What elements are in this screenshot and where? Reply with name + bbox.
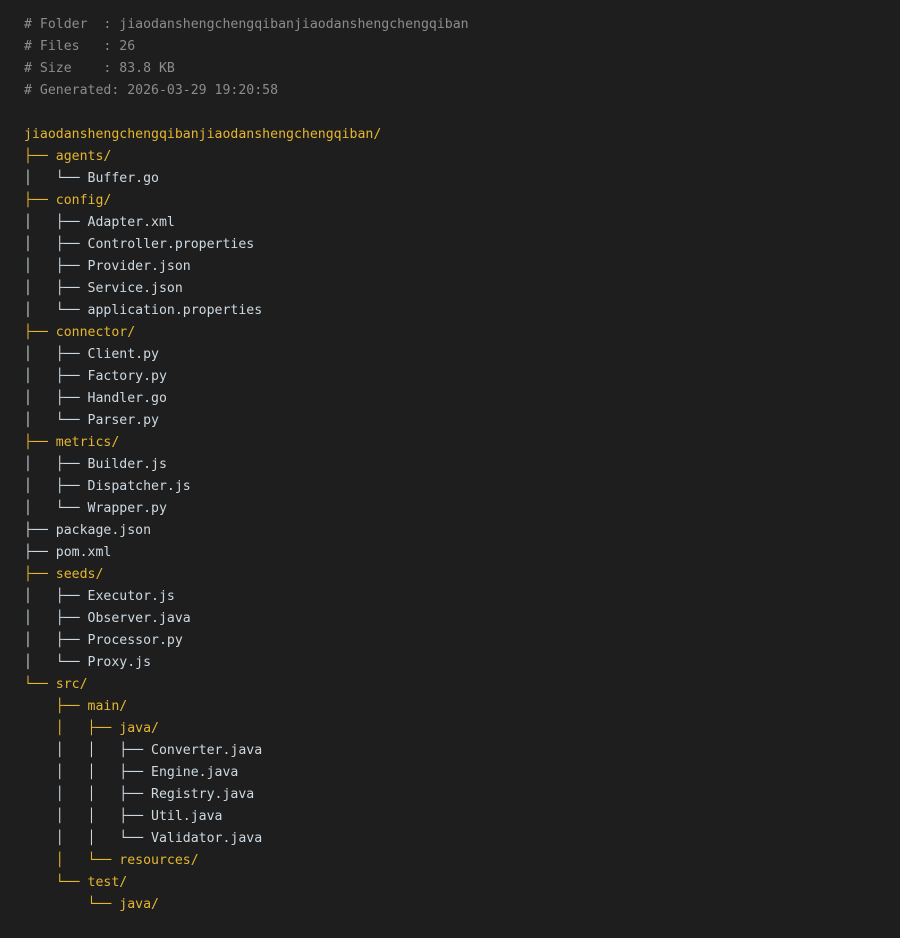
tree-file-item: │ ├── Provider.json bbox=[24, 259, 191, 274]
directory-tree: jiaodanshengchengqibanjiaodanshengchengq… bbox=[24, 124, 900, 916]
tree-file-item: │ ├── Handler.go bbox=[24, 391, 167, 406]
tree-directory-item: ├── seeds/ bbox=[24, 567, 104, 582]
tree-file-item: │ ├── Executor.js bbox=[24, 589, 175, 604]
tree-file-item: │ ├── Client.py bbox=[24, 347, 159, 362]
tree-directory-item: ├── config/ bbox=[24, 193, 112, 208]
tree-file-item: │ ├── Processor.py bbox=[24, 633, 183, 648]
folder-listing: # Folder : jiaodanshengchengqibanjiaodan… bbox=[24, 14, 900, 916]
tree-file-item: │ └── Parser.py bbox=[24, 413, 159, 428]
tree-file-item: │ ├── Adapter.xml bbox=[24, 215, 175, 230]
tree-directory-item: ├── agents/ bbox=[24, 149, 112, 164]
generated-timestamp-line: # Generated: 2026-03-29 19:20:58 bbox=[24, 83, 279, 98]
folder-name-line: # Folder : jiaodanshengchengqibanjiaodan… bbox=[24, 17, 469, 32]
tree-file-item: │ │ └── Validator.java bbox=[24, 831, 263, 846]
tree-directory-item: └── java/ bbox=[24, 897, 159, 912]
tree-directory-item: │ └── resources/ bbox=[24, 853, 199, 868]
tree-directory-item: ├── metrics/ bbox=[24, 435, 120, 450]
tree-directory-item: │ ├── java/ bbox=[24, 721, 159, 736]
tree-file-item: │ ├── Service.json bbox=[24, 281, 183, 296]
tree-file-item: │ ├── Dispatcher.js bbox=[24, 479, 191, 494]
tree-directory-item: └── test/ bbox=[24, 875, 128, 890]
tree-file-item: │ ├── Observer.java bbox=[24, 611, 191, 626]
tree-directory-item: └── src/ bbox=[24, 677, 88, 692]
summary-header: # Folder : jiaodanshengchengqibanjiaodan… bbox=[24, 14, 900, 102]
spacer bbox=[24, 102, 900, 124]
tree-file-item: │ │ ├── Registry.java bbox=[24, 787, 255, 802]
tree-file-item: │ └── Wrapper.py bbox=[24, 501, 167, 516]
tree-file-item: │ │ ├── Util.java bbox=[24, 809, 223, 824]
tree-file-item: │ └── Buffer.go bbox=[24, 171, 159, 186]
tree-file-item: │ ├── Builder.js bbox=[24, 457, 167, 472]
tree-file-item: │ ├── Controller.properties bbox=[24, 237, 255, 252]
tree-file-item: │ │ ├── Converter.java bbox=[24, 743, 263, 758]
tree-file-item: │ └── Proxy.js bbox=[24, 655, 152, 670]
tree-directory-item: ├── connector/ bbox=[24, 325, 136, 340]
size-line: # Size : 83.8 KB bbox=[24, 61, 175, 76]
tree-file-item: ├── pom.xml bbox=[24, 545, 112, 560]
tree-file-item: ├── package.json bbox=[24, 523, 152, 538]
tree-file-item: │ └── application.properties bbox=[24, 303, 263, 318]
tree-file-item: │ ├── Factory.py bbox=[24, 369, 167, 384]
file-count-line: # Files : 26 bbox=[24, 39, 136, 54]
tree-directory-item: ├── main/ bbox=[24, 699, 128, 714]
tree-file-item: │ │ ├── Engine.java bbox=[24, 765, 239, 780]
tree-directory-item: jiaodanshengchengqibanjiaodanshengchengq… bbox=[24, 127, 382, 142]
